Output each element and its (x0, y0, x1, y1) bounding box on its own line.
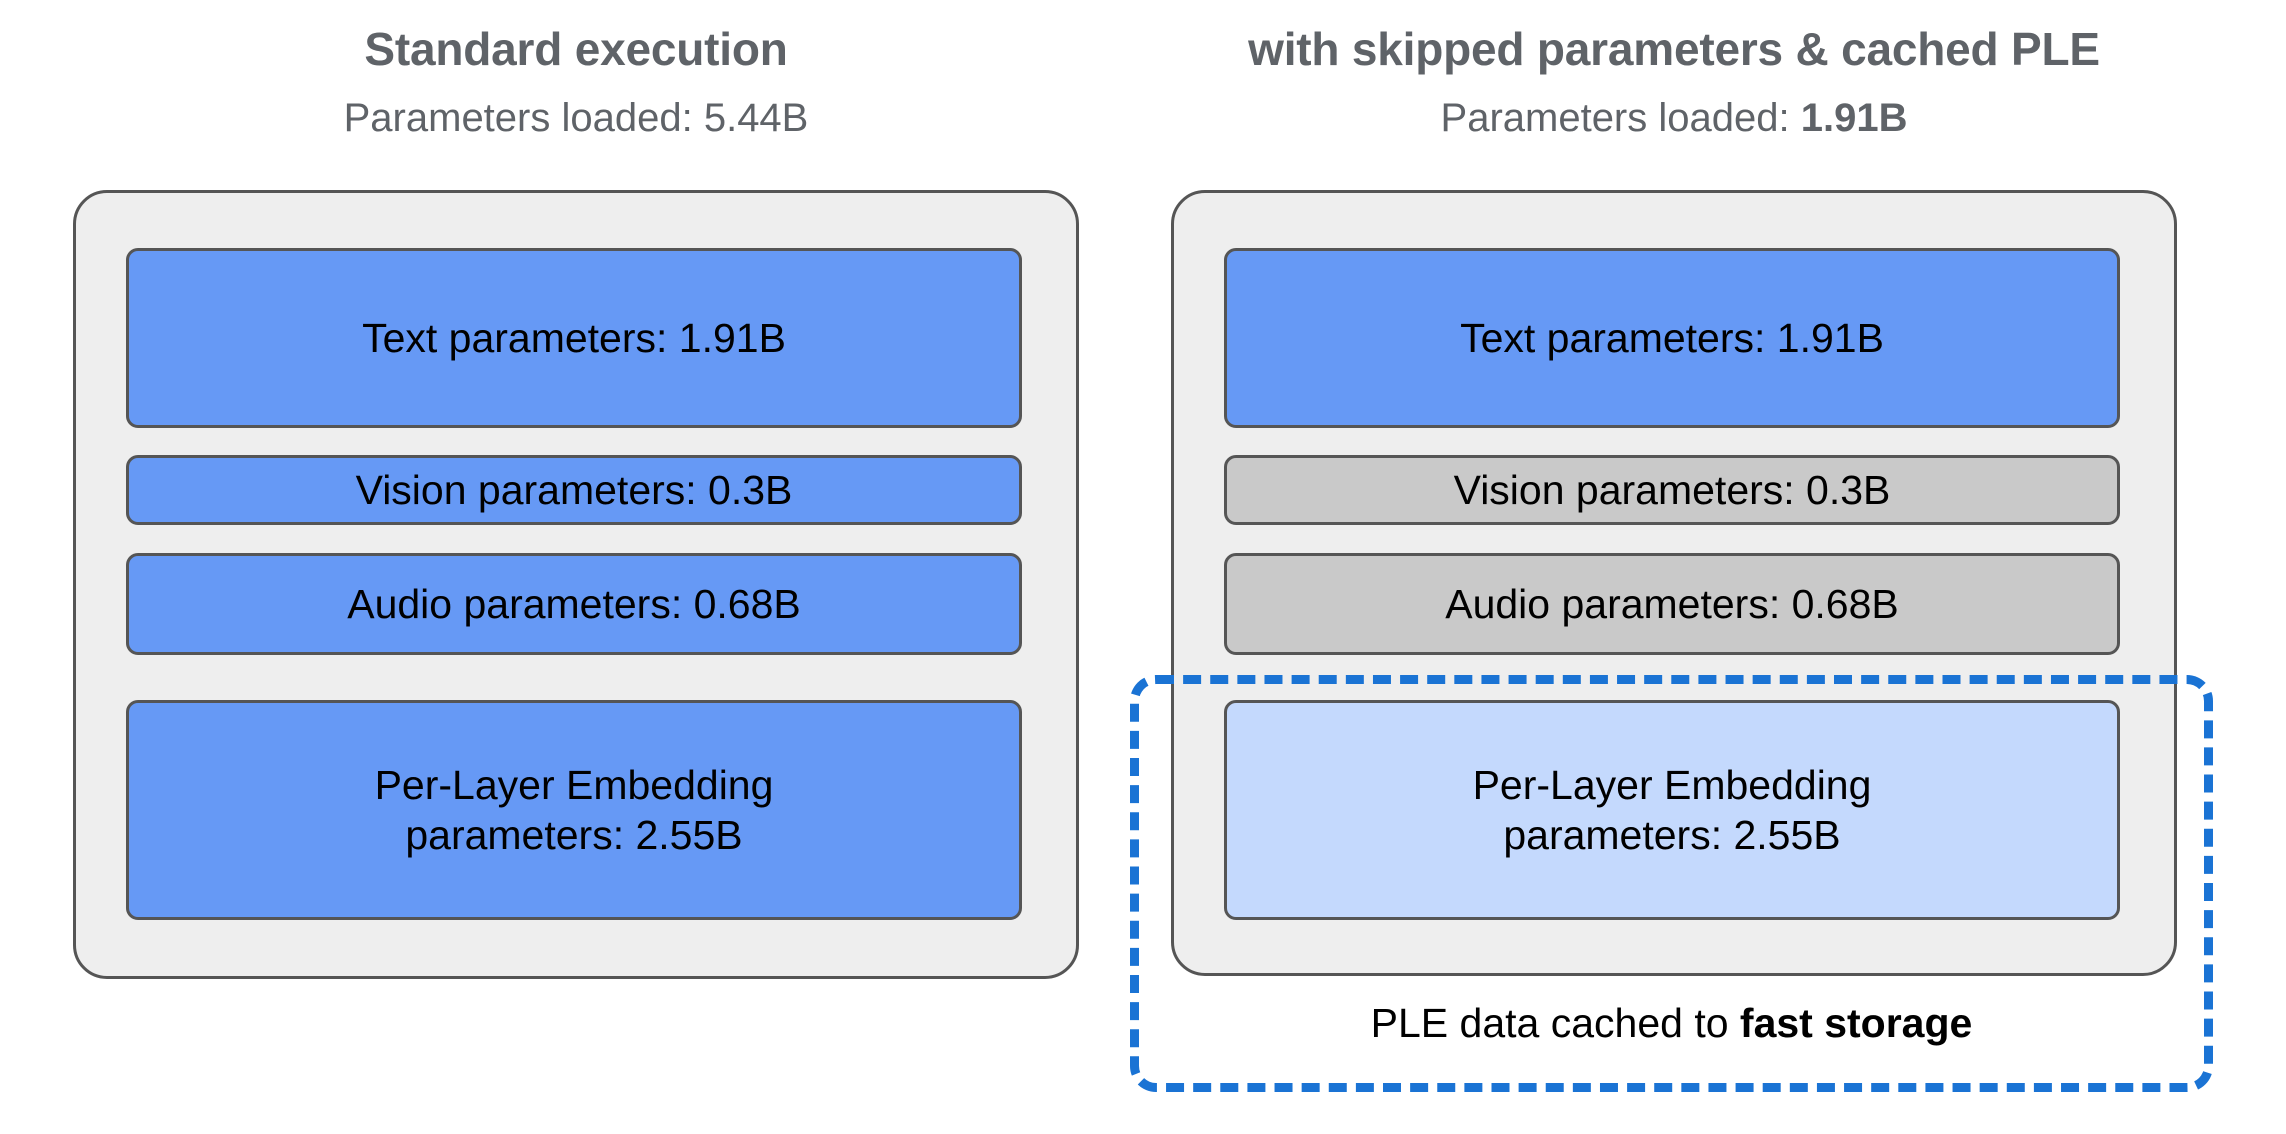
subtitle-prefix-standard: Parameters loaded: (343, 96, 704, 140)
param-box-vision-standard[interactable]: Vision parameters: 0.3B (126, 455, 1022, 525)
column-title-optimized: with skipped parameters & cached PLE (1248, 23, 2100, 75)
column-title-standard: Standard execution (364, 23, 788, 75)
param-box-ple-standard[interactable]: Per-Layer Embedding parameters: 2.55B (126, 700, 1022, 920)
param-box-label-line1: Per-Layer Embedding (1472, 761, 1872, 808)
param-box-label: Audio parameters: 0.68B (347, 580, 801, 627)
param-box-label-line2: parameters: 2.55B (1503, 812, 1841, 858)
column-subtitle-standard: Parameters loaded: 5.44B (73, 96, 1079, 141)
param-box-vision-optimized[interactable]: Vision parameters: 0.3B (1224, 455, 2120, 525)
param-box-audio-optimized[interactable]: Audio parameters: 0.68B (1224, 553, 2120, 655)
subtitle-value-standard: 5.44B (703, 96, 809, 140)
param-box-label: Text parameters: 1.91B (1460, 314, 1884, 361)
param-box-label: Audio parameters: 0.68B (1445, 580, 1899, 627)
param-box-label: Text parameters: 1.91B (362, 314, 786, 361)
param-box-text-optimized[interactable]: Text parameters: 1.91B (1224, 248, 2120, 428)
param-box-audio-standard[interactable]: Audio parameters: 0.68B (126, 553, 1022, 655)
param-box-label-line1: Per-Layer Embedding (374, 761, 774, 808)
cache-caption-emphasis: fast storage (1739, 1000, 1973, 1046)
param-box-label-line2: parameters: 2.55B (405, 812, 743, 858)
column-subtitle-optimized: Parameters loaded: 1.91B (1171, 96, 2177, 141)
param-box-label: Vision parameters: 0.3B (1453, 466, 1891, 513)
param-box-label: Vision parameters: 0.3B (355, 466, 793, 513)
cache-caption: PLE data cached to fast storage (1130, 1000, 2213, 1047)
subtitle-value-optimized: 1.91B (1800, 96, 1908, 140)
param-box-text-standard[interactable]: Text parameters: 1.91B (126, 248, 1022, 428)
cache-caption-prefix: PLE data cached to (1370, 1000, 1740, 1046)
param-box-ple-optimized[interactable]: Per-Layer Embedding parameters: 2.55B (1224, 700, 2120, 920)
subtitle-prefix-optimized: Parameters loaded: (1440, 96, 1801, 140)
